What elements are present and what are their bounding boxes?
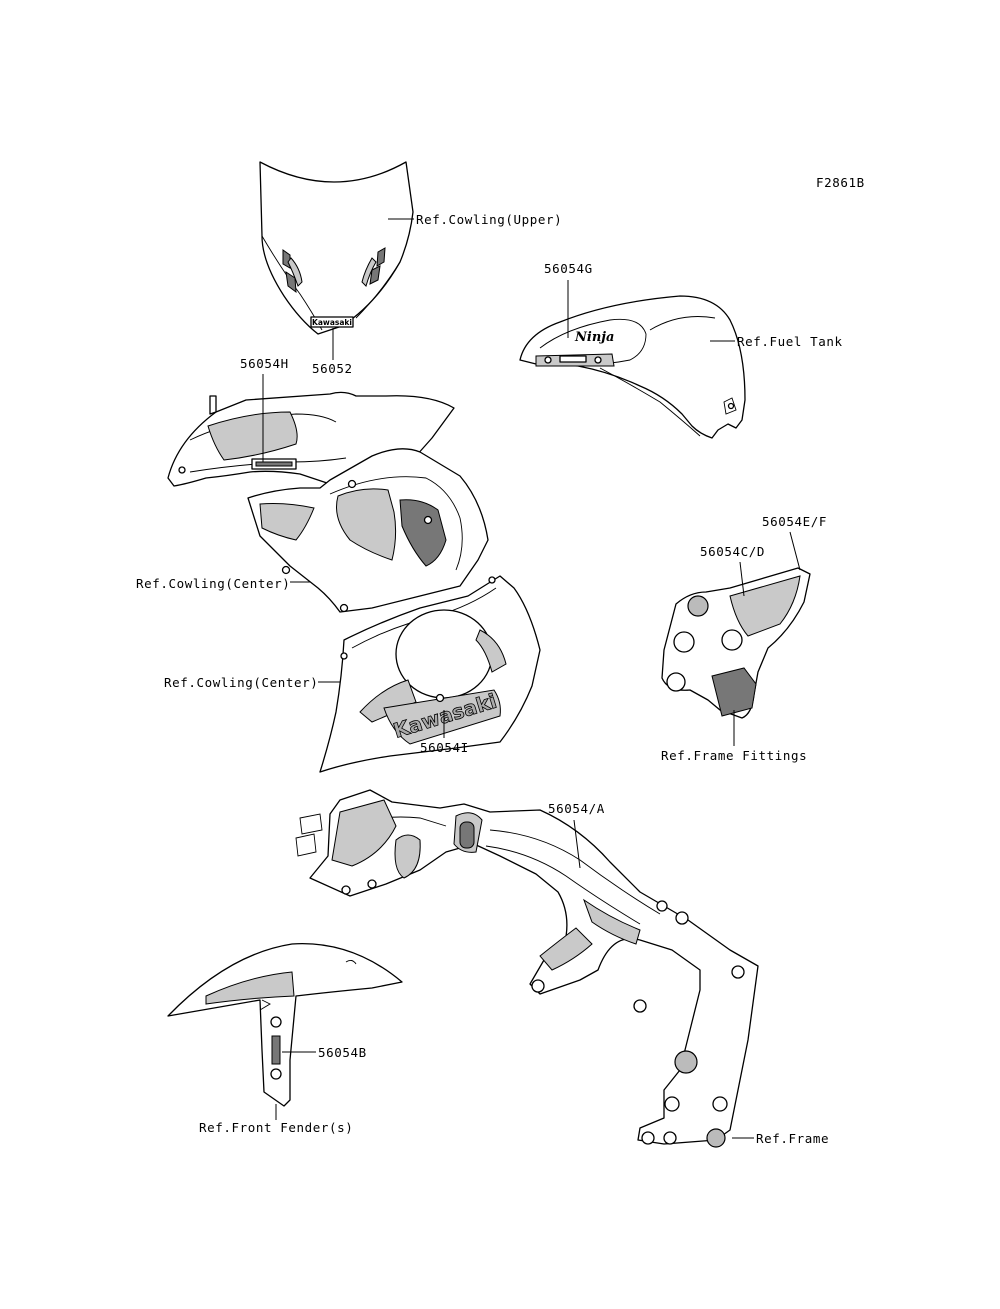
label-ref-cowling-upper: Ref.Cowling(Upper) — [416, 212, 562, 227]
windshield-upper-cowling: Kawasaki — [259, 161, 414, 335]
label-ref-fuel-tank: Ref.Fuel Tank — [737, 334, 843, 349]
label-part-56054h: 56054H — [240, 356, 289, 371]
label-ref-cowling-center-1: Ref.Cowling(Center) — [136, 576, 290, 591]
cowling-center-upper — [167, 391, 489, 613]
frame-fittings — [661, 567, 811, 719]
label-ref-front-fender: Ref.Front Fender(s) — [199, 1120, 353, 1135]
label-part-56052: 56052 — [312, 361, 353, 376]
tank-decal-text: Ninja — [574, 330, 614, 345]
front-fender — [167, 943, 403, 1107]
label-ref-frame: Ref.Frame — [756, 1131, 829, 1146]
label-part-56054ef: 56054E/F — [762, 514, 827, 529]
label-ref-cowling-center-2: Ref.Cowling(Center) — [164, 675, 318, 690]
cowling-center-lower: Kawasaki — [319, 575, 541, 773]
label-part-56054i: 56054I — [420, 740, 469, 755]
label-part-56054g: 56054G — [544, 261, 593, 276]
label-part-56054a: 56054/A — [548, 801, 605, 816]
windshield-decal-text: Kawasaki — [312, 318, 352, 327]
label-part-56054cd: 56054C/D — [700, 544, 765, 559]
label-part-56054b: 56054B — [318, 1045, 367, 1060]
label-ref-frame-fittings: Ref.Frame Fittings — [661, 748, 807, 763]
fuel-tank: Ninja — [519, 295, 746, 439]
windshield-decal — [310, 316, 354, 328]
main-frame — [295, 789, 759, 1148]
figure-code: F2861B — [816, 175, 865, 190]
